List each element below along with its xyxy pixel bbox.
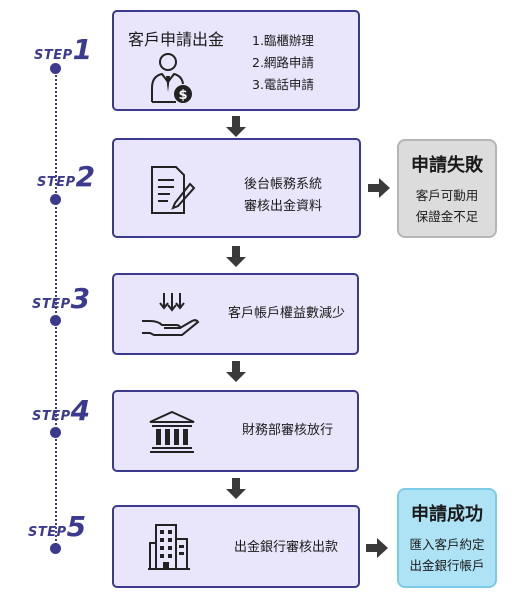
step-word: STEP [34, 48, 73, 63]
step-2-line: 後台帳務系統 [244, 177, 323, 192]
step-5-line: 出金銀行審核出款 [234, 540, 339, 555]
step-2-dot [50, 194, 61, 205]
step-1-channels: 1.臨櫃辦理 2.網路申請 3.電話申請 [252, 30, 314, 96]
step-2-line: 審核出金資料 [244, 199, 323, 214]
success-line: 出金銀行帳戶 [409, 558, 485, 573]
step-number: 4 [70, 394, 91, 427]
step-word: STEP [37, 175, 76, 190]
document-pen-icon [151, 166, 196, 214]
step-number: 1 [72, 33, 93, 66]
step-2-text: 後台帳務系統 審核出金資料 [244, 174, 322, 218]
step-1-dot [50, 63, 61, 74]
banker-dollar-icon: $ [151, 53, 192, 103]
office-building-icon [148, 524, 190, 570]
step-1-title: 客戶申請出金 [128, 30, 225, 49]
step-3-text: 客戶帳戶權益數減少 [228, 303, 345, 325]
step-3-line: 客戶帳戶權益數減少 [228, 306, 346, 321]
step-word: STEP [32, 297, 71, 312]
success-title: 申請成功 [411, 504, 483, 525]
fail-description: 客戶可動用 保證金不足 [399, 185, 495, 227]
step-2-box: 後台帳務系統 審核出金資料 [112, 138, 361, 238]
step-3-label: STEP3 [32, 285, 90, 313]
step-number: 2 [75, 160, 96, 193]
step-3-dot [50, 315, 61, 326]
step-4-dot [50, 427, 61, 438]
step-number: 5 [66, 510, 87, 543]
step-1-label: STEP1 [34, 36, 92, 64]
success-description: 匯入客戶約定 出金銀行帳戶 [399, 534, 495, 576]
channel-item: 1.臨櫃辦理 [252, 33, 314, 48]
step-4-text: 財務部審核放行 [242, 420, 333, 442]
step-5-dot [50, 543, 61, 554]
svg-text:$: $ [178, 88, 187, 103]
channel-item: 3.電話申請 [252, 77, 314, 92]
fail-box: 申請失敗 客戶可動用 保證金不足 [397, 139, 497, 238]
step-3-box: 客戶帳戶權益數減少 [112, 273, 359, 355]
step-5-text: 出金銀行審核出款 [234, 537, 338, 559]
step-4-box: 財務部審核放行 [112, 390, 359, 472]
step-4-label: STEP4 [32, 397, 90, 425]
step-1-box: 客戶申請出金 $ 1.臨櫃辦理 2.網路申請 3.電話申請 [112, 10, 360, 111]
bank-building-icon [149, 410, 195, 453]
fail-line: 保證金不足 [415, 209, 479, 224]
step-2-label: STEP2 [37, 163, 95, 191]
step-word: STEP [32, 409, 71, 424]
step-5-label: STEP5 [28, 513, 86, 541]
hand-arrows-down-icon [142, 293, 200, 336]
success-box: 申請成功 匯入客戶約定 出金銀行帳戶 [397, 488, 497, 588]
success-line: 匯入客戶約定 [409, 537, 485, 552]
fail-line: 客戶可動用 [415, 188, 479, 203]
step-word: STEP [28, 525, 67, 540]
fail-title: 申請失敗 [411, 155, 483, 176]
timeline-line [55, 68, 57, 548]
step-number: 3 [70, 282, 91, 315]
step-5-box: 出金銀行審核出款 [112, 505, 360, 588]
step-4-line: 財務部審核放行 [242, 423, 334, 438]
channel-item: 2.網路申請 [252, 55, 314, 70]
